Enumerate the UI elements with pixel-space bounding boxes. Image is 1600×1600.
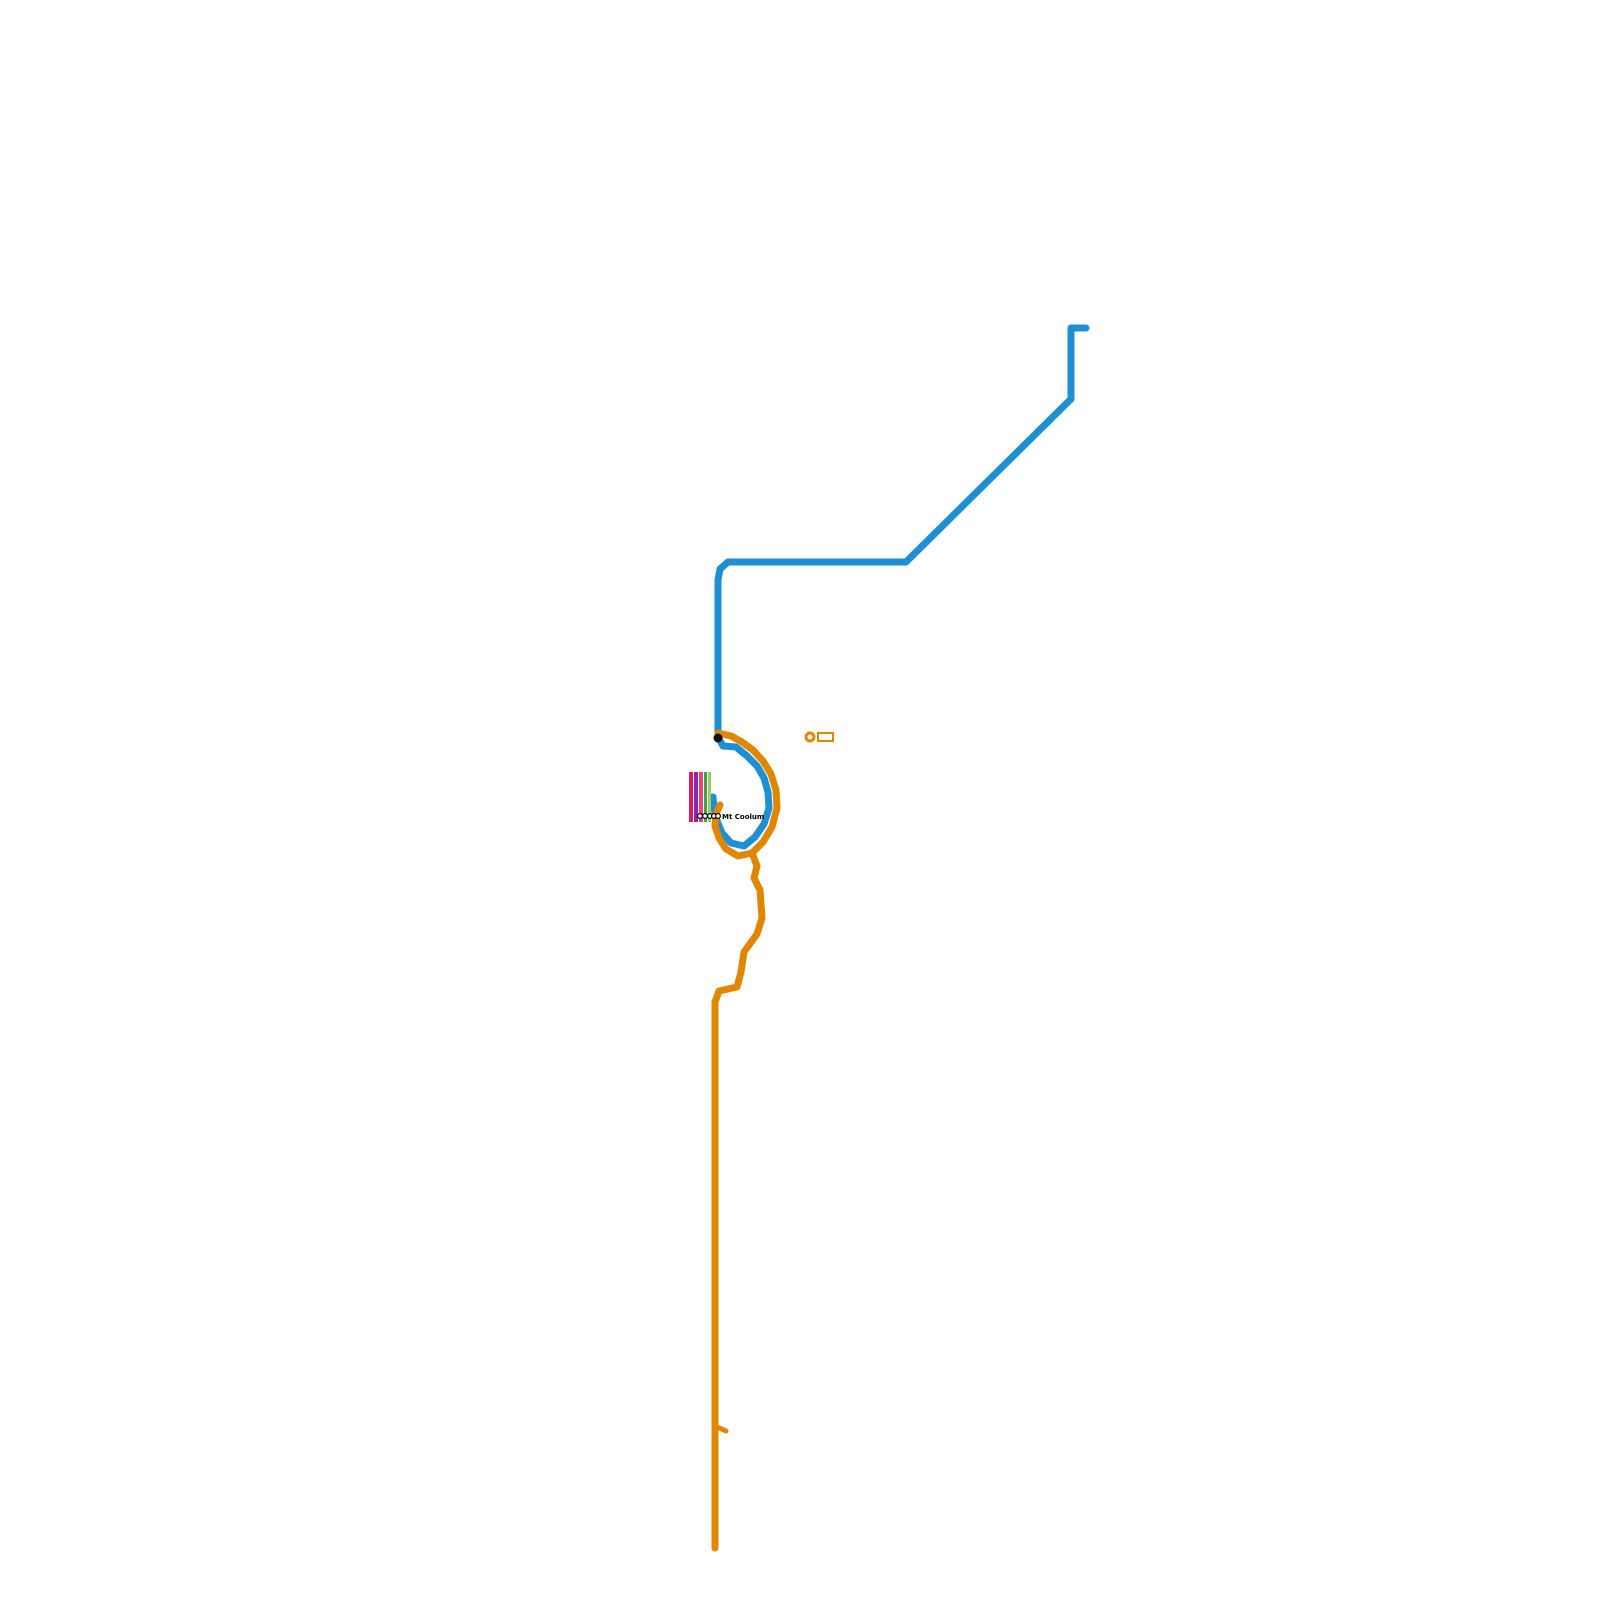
- station-marker-0: [696, 812, 703, 819]
- terminus-bar-2: [699, 772, 703, 822]
- blue-loop: [709, 733, 773, 850]
- terminus-bar-1: [694, 772, 698, 822]
- route-layer: [709, 324, 1090, 1552]
- orange-line-south: [711, 849, 766, 1552]
- poi-bar-icon: [817, 732, 834, 742]
- terminus-bar-3: [704, 772, 707, 822]
- junction-dot: [713, 733, 723, 743]
- poi-circle-icon: [804, 731, 816, 743]
- blue-line-north: [714, 324, 1090, 741]
- terminus-bar-4: [708, 772, 711, 822]
- station-marker-1: [701, 812, 708, 819]
- station-label: Mt Coolum: [722, 813, 764, 821]
- marker-layer: [696, 733, 723, 819]
- terminus-bar-layer: [689, 772, 711, 822]
- poi-icon: [804, 731, 834, 743]
- station-marker-4: [714, 812, 721, 819]
- orange-branch-stub: [712, 1423, 729, 1434]
- orange-loop: [711, 729, 781, 860]
- terminus-bar-0: [689, 772, 693, 822]
